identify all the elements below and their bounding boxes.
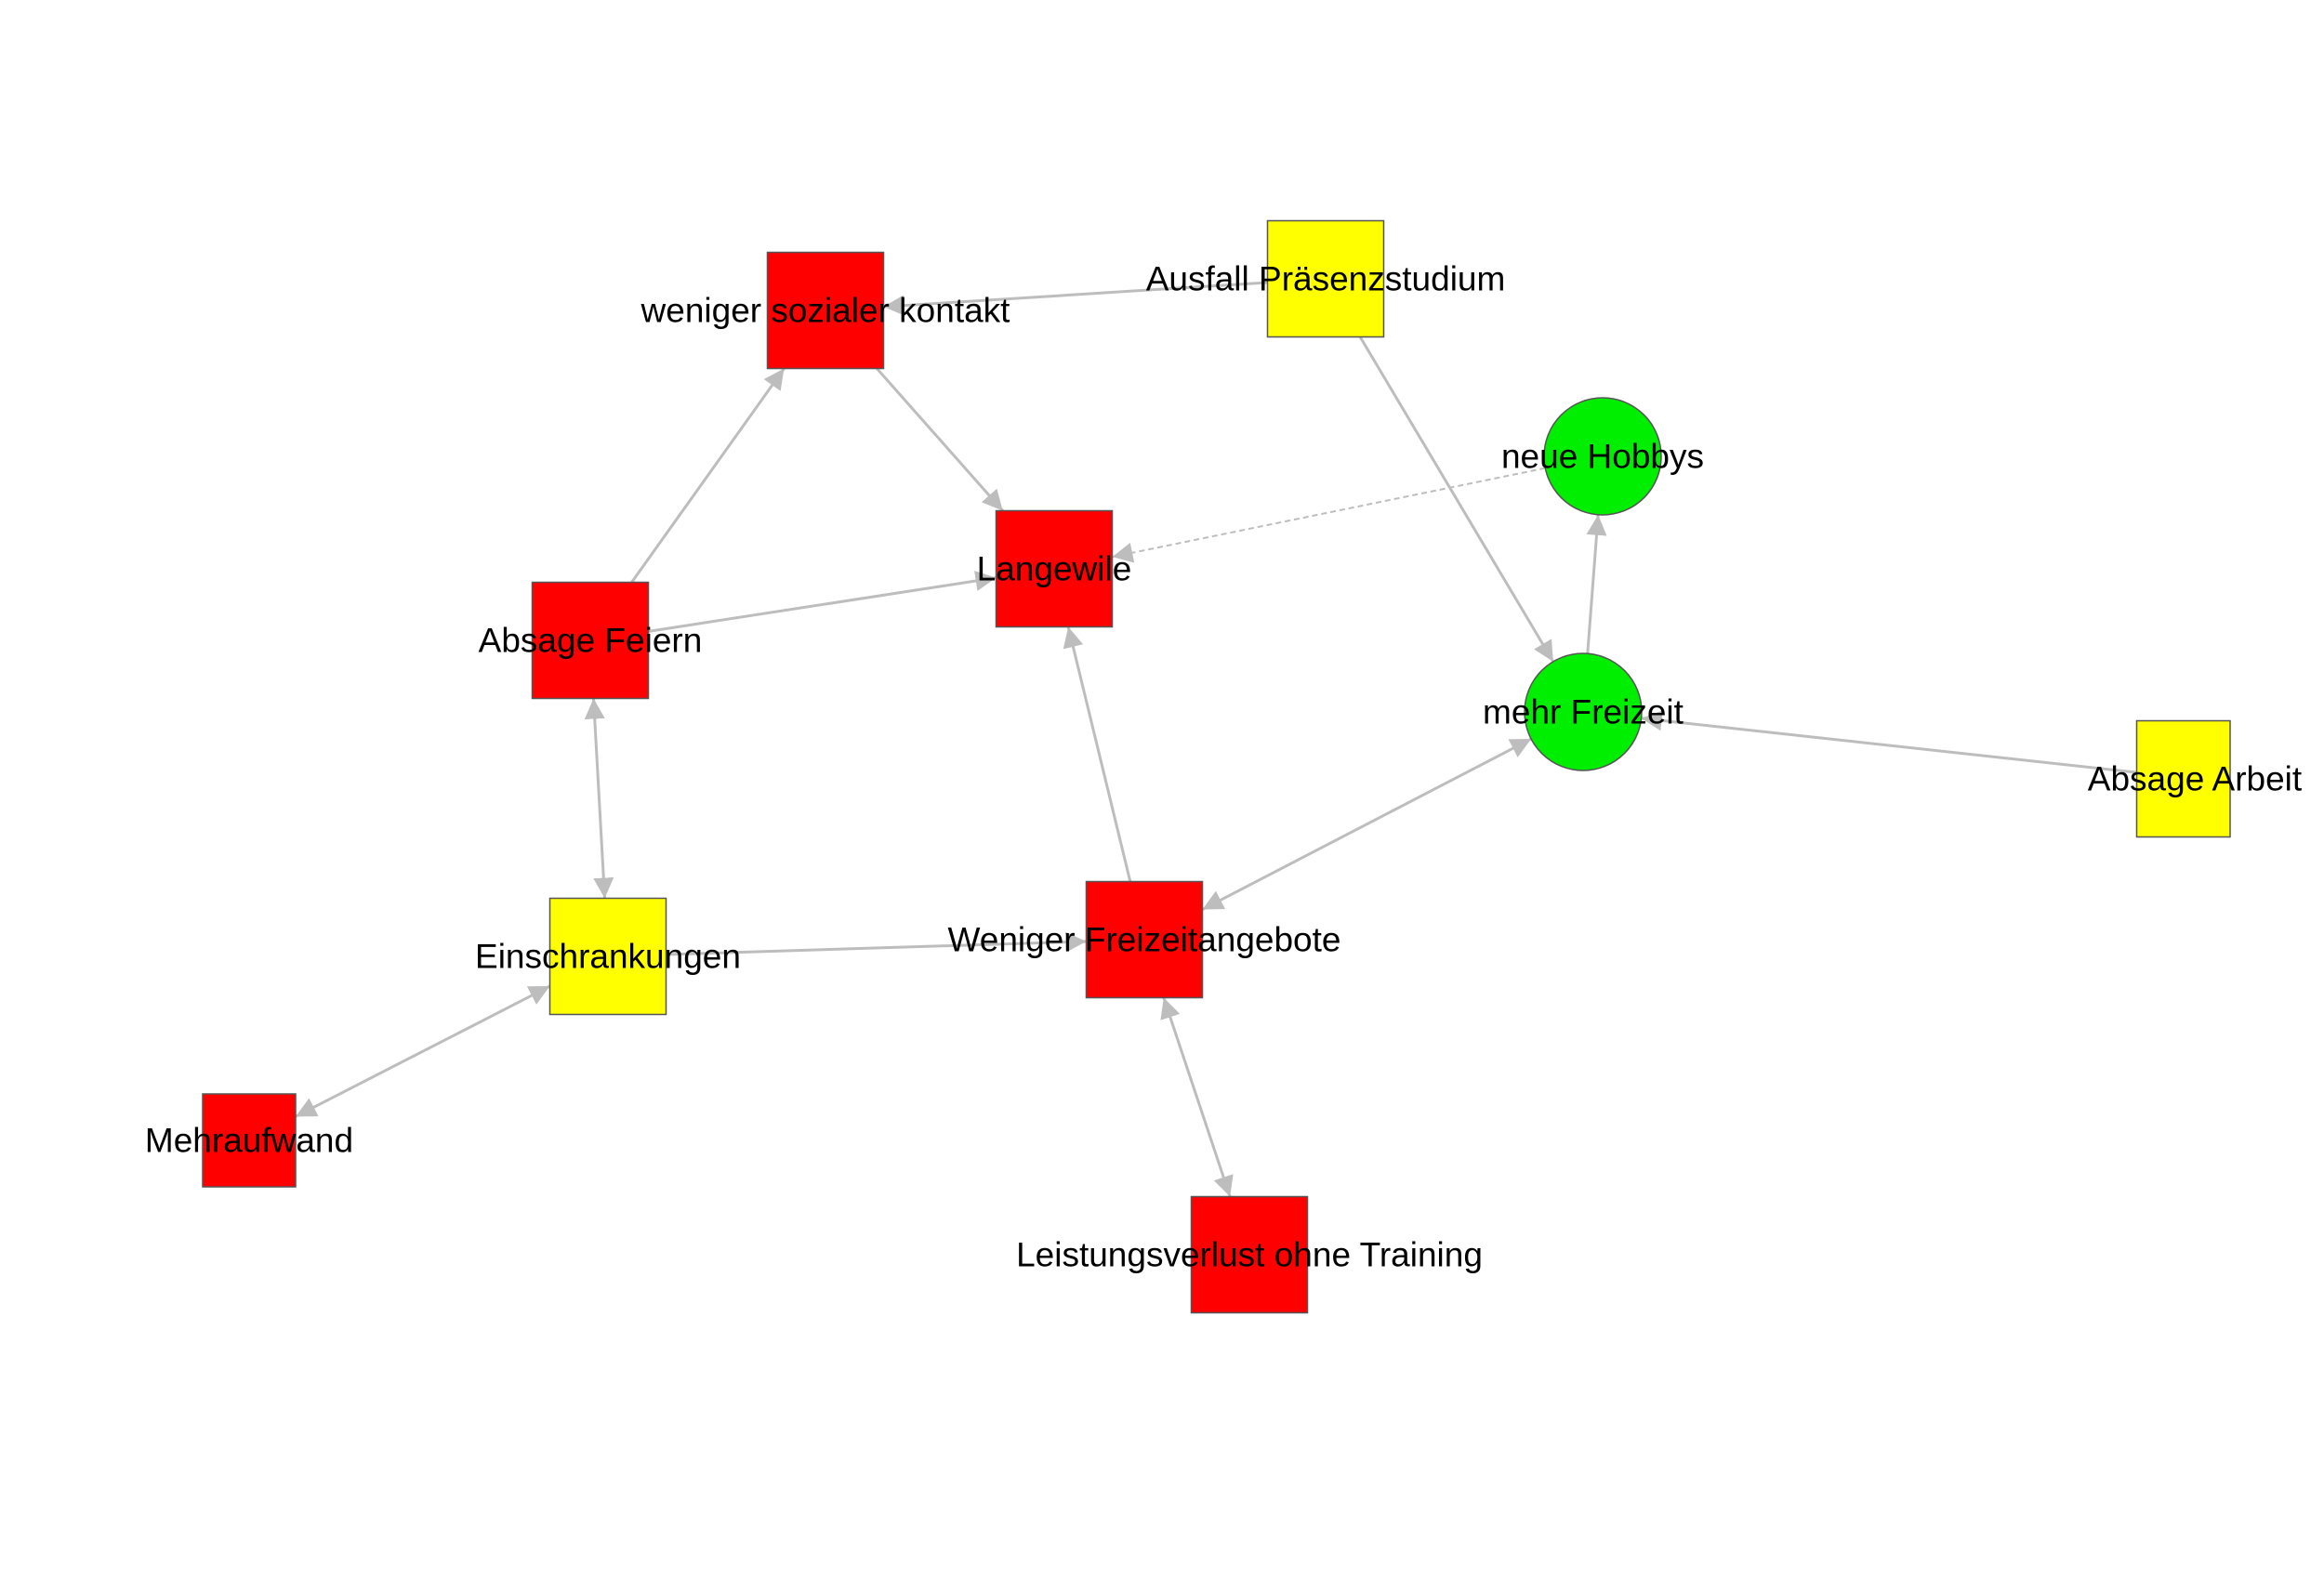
edge-mehr_freizeit-to-neue_hobbys — [1586, 514, 1607, 654]
node-label: Leistungsverlust ohne Training — [1016, 1236, 1483, 1274]
node-label: Absage Arbeit — [2088, 760, 2303, 798]
edge-ausfall_praesenzstudium-to-mehr_freizeit — [1358, 336, 1555, 663]
edge-weniger_freizeitangebote-to-langewile — [1063, 626, 1132, 882]
node-absage_feiern[interactable]: Absage Feiern — [479, 581, 703, 700]
node-label: mehr Freizeit — [1483, 693, 1684, 731]
node-einschrankungen[interactable]: Einschrankungen — [475, 897, 741, 1016]
node-mehr_freizeit[interactable]: mehr Freizeit — [1483, 652, 1684, 771]
nodes-layer: weniger sozialer kontakt Ausfall Präsenzs… — [145, 219, 2303, 1314]
node-ausfall_praesenzstudium[interactable]: Ausfall Präsenzstudium — [1146, 219, 1506, 338]
node-label: neue Hobbys — [1501, 438, 1704, 476]
edge-einschrankungen-to-absage_feiern — [584, 698, 614, 899]
node-square — [995, 509, 1114, 628]
node-square — [202, 1093, 297, 1188]
node-label: Ausfall Präsenzstudium — [1146, 260, 1506, 298]
node-circle — [1524, 652, 1643, 771]
edge-einschrankungen-to-weniger_freizeitangebote — [666, 931, 1087, 956]
node-square — [1266, 219, 1385, 338]
node-square — [766, 251, 885, 370]
node-langewile[interactable]: Langewile — [977, 509, 1132, 628]
node-square — [1190, 1195, 1309, 1314]
node-square — [1085, 880, 1204, 999]
node-square — [531, 581, 650, 700]
edge-mehr_freizeit-to-weniger_freizeitangebote — [1201, 737, 1532, 911]
edges-layer — [295, 281, 2137, 1197]
edge-mehraufwand-to-einschrankungen — [295, 984, 551, 1118]
node-absage_arbeit[interactable]: Absage Arbeit — [2088, 719, 2303, 838]
node-neue_hobbys[interactable]: neue Hobbys — [1501, 397, 1704, 516]
node-weniger_sozialer_kontakt[interactable]: weniger sozialer kontakt — [640, 251, 1011, 370]
node-square — [548, 897, 667, 1016]
node-weniger_freizeitangebote[interactable]: Weniger Freizeitangebote — [947, 880, 1341, 999]
node-circle — [1543, 397, 1662, 516]
node-leistungsverlust[interactable]: Leistungsverlust ohne Training — [1016, 1195, 1483, 1314]
node-label: Weniger Freizeitangebote — [947, 921, 1340, 959]
edge-absage_feiern-to-weniger_sozialer_kontakt — [630, 367, 786, 584]
edge-ausfall_praesenzstudium-to-weniger_sozialer_kontakt — [883, 281, 1268, 316]
node-mehraufwand[interactable]: Mehraufwand — [145, 1093, 353, 1188]
edge-weniger_freizeitangebote-to-leistungsverlust — [1160, 997, 1234, 1197]
edge-weniger_sozialer_kontakt-to-langewile — [876, 367, 1004, 512]
edge-neue_hobbys-to-langewile — [1112, 467, 1546, 563]
node-label: Absage Feiern — [479, 622, 703, 660]
node-label: Einschrankungen — [475, 938, 741, 976]
node-label: Langewile — [977, 550, 1132, 588]
node-square — [2135, 719, 2231, 838]
edge-absage_arbeit-to-mehr_freizeit — [1641, 710, 2137, 774]
node-label: weniger sozialer kontakt — [640, 292, 1011, 330]
node-label: Mehraufwand — [145, 1122, 353, 1160]
edge-absage_feiern-to-langewile — [648, 571, 997, 633]
